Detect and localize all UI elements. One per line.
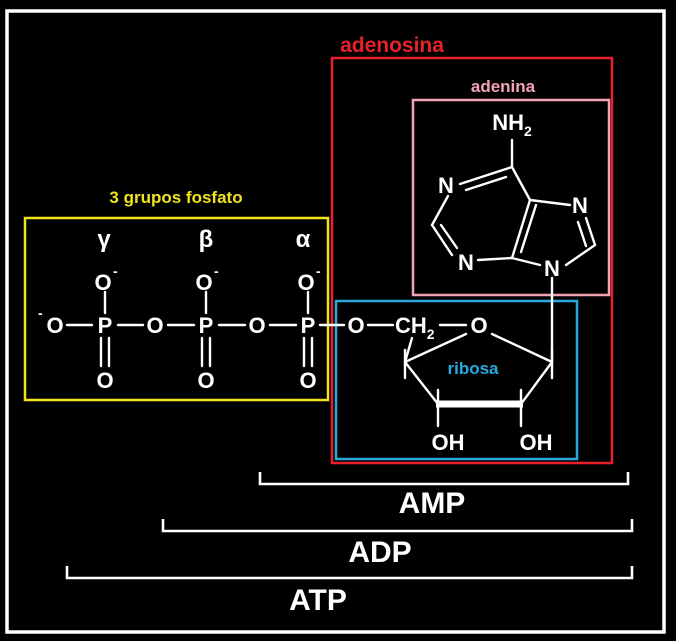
amp-label: AMP bbox=[399, 487, 466, 520]
ribosa-box bbox=[334, 299, 579, 461]
ribose-ring: CH2 O OH OH bbox=[395, 276, 554, 455]
nh2-subscript: 2 bbox=[524, 123, 532, 139]
adenosina-label: adenosina bbox=[340, 34, 444, 57]
oxygen-atom: O bbox=[299, 368, 316, 393]
ch2-subscript: 2 bbox=[427, 326, 435, 342]
phosphate-chain: - O P O P O P O O - O - O - O O O bbox=[38, 263, 395, 393]
oxygen-atom: O bbox=[146, 313, 163, 338]
ch2-group: CH2 bbox=[395, 313, 435, 342]
adenina-box bbox=[411, 98, 611, 297]
phosphorus-atom-beta: P bbox=[199, 313, 214, 338]
adenosina-box bbox=[330, 56, 614, 465]
adp-label: ADP bbox=[348, 536, 411, 569]
charge-minus: - bbox=[38, 305, 43, 321]
nitrogen-atom-n9: N bbox=[544, 256, 560, 281]
hydroxyl-group-3: OH bbox=[520, 430, 553, 455]
adenina-label: adenina bbox=[471, 77, 536, 96]
adenine-rings: NH2 N N N N bbox=[430, 110, 597, 281]
gamma-label: γ bbox=[97, 226, 111, 253]
outer-frame bbox=[5, 9, 666, 634]
fosfato-label: 3 grupos fosfato bbox=[109, 188, 242, 207]
ribosa-label: ribosa bbox=[447, 359, 499, 378]
hydroxyl-group-2: OH bbox=[432, 430, 465, 455]
adp-bracket: ADP bbox=[161, 519, 634, 569]
ch-text: CH bbox=[395, 313, 427, 338]
atp-label: ATP bbox=[289, 584, 347, 617]
oxygen-atom: O bbox=[94, 270, 111, 295]
charge-minus: - bbox=[113, 263, 118, 279]
oxygen-atom: O bbox=[297, 270, 314, 295]
beta-label: β bbox=[199, 226, 214, 253]
oxygen-atom: O bbox=[197, 368, 214, 393]
phosphorus-atom-alpha: P bbox=[301, 313, 316, 338]
phosphorus-atom-gamma: P bbox=[98, 313, 113, 338]
oxygen-atom: O bbox=[347, 313, 364, 338]
amino-group: NH2 bbox=[492, 110, 532, 139]
ring-oxygen-atom: O bbox=[470, 313, 487, 338]
oxygen-atom: O bbox=[96, 368, 113, 393]
oxygen-atom: O bbox=[195, 270, 212, 295]
nitrogen-atom-n1: N bbox=[438, 173, 454, 198]
nh-text: NH bbox=[492, 110, 524, 135]
charge-minus: - bbox=[214, 263, 219, 279]
amp-bracket: AMP bbox=[258, 472, 630, 520]
oxygen-atom: O bbox=[46, 313, 63, 338]
atp-bracket: ATP bbox=[65, 566, 634, 617]
nitrogen-atom-n7: N bbox=[572, 193, 588, 218]
nitrogen-atom-n3: N bbox=[458, 250, 474, 275]
oxygen-atom: O bbox=[248, 313, 265, 338]
alpha-label: α bbox=[296, 226, 311, 253]
charge-minus: - bbox=[316, 263, 321, 279]
fosfato-box bbox=[23, 216, 330, 402]
